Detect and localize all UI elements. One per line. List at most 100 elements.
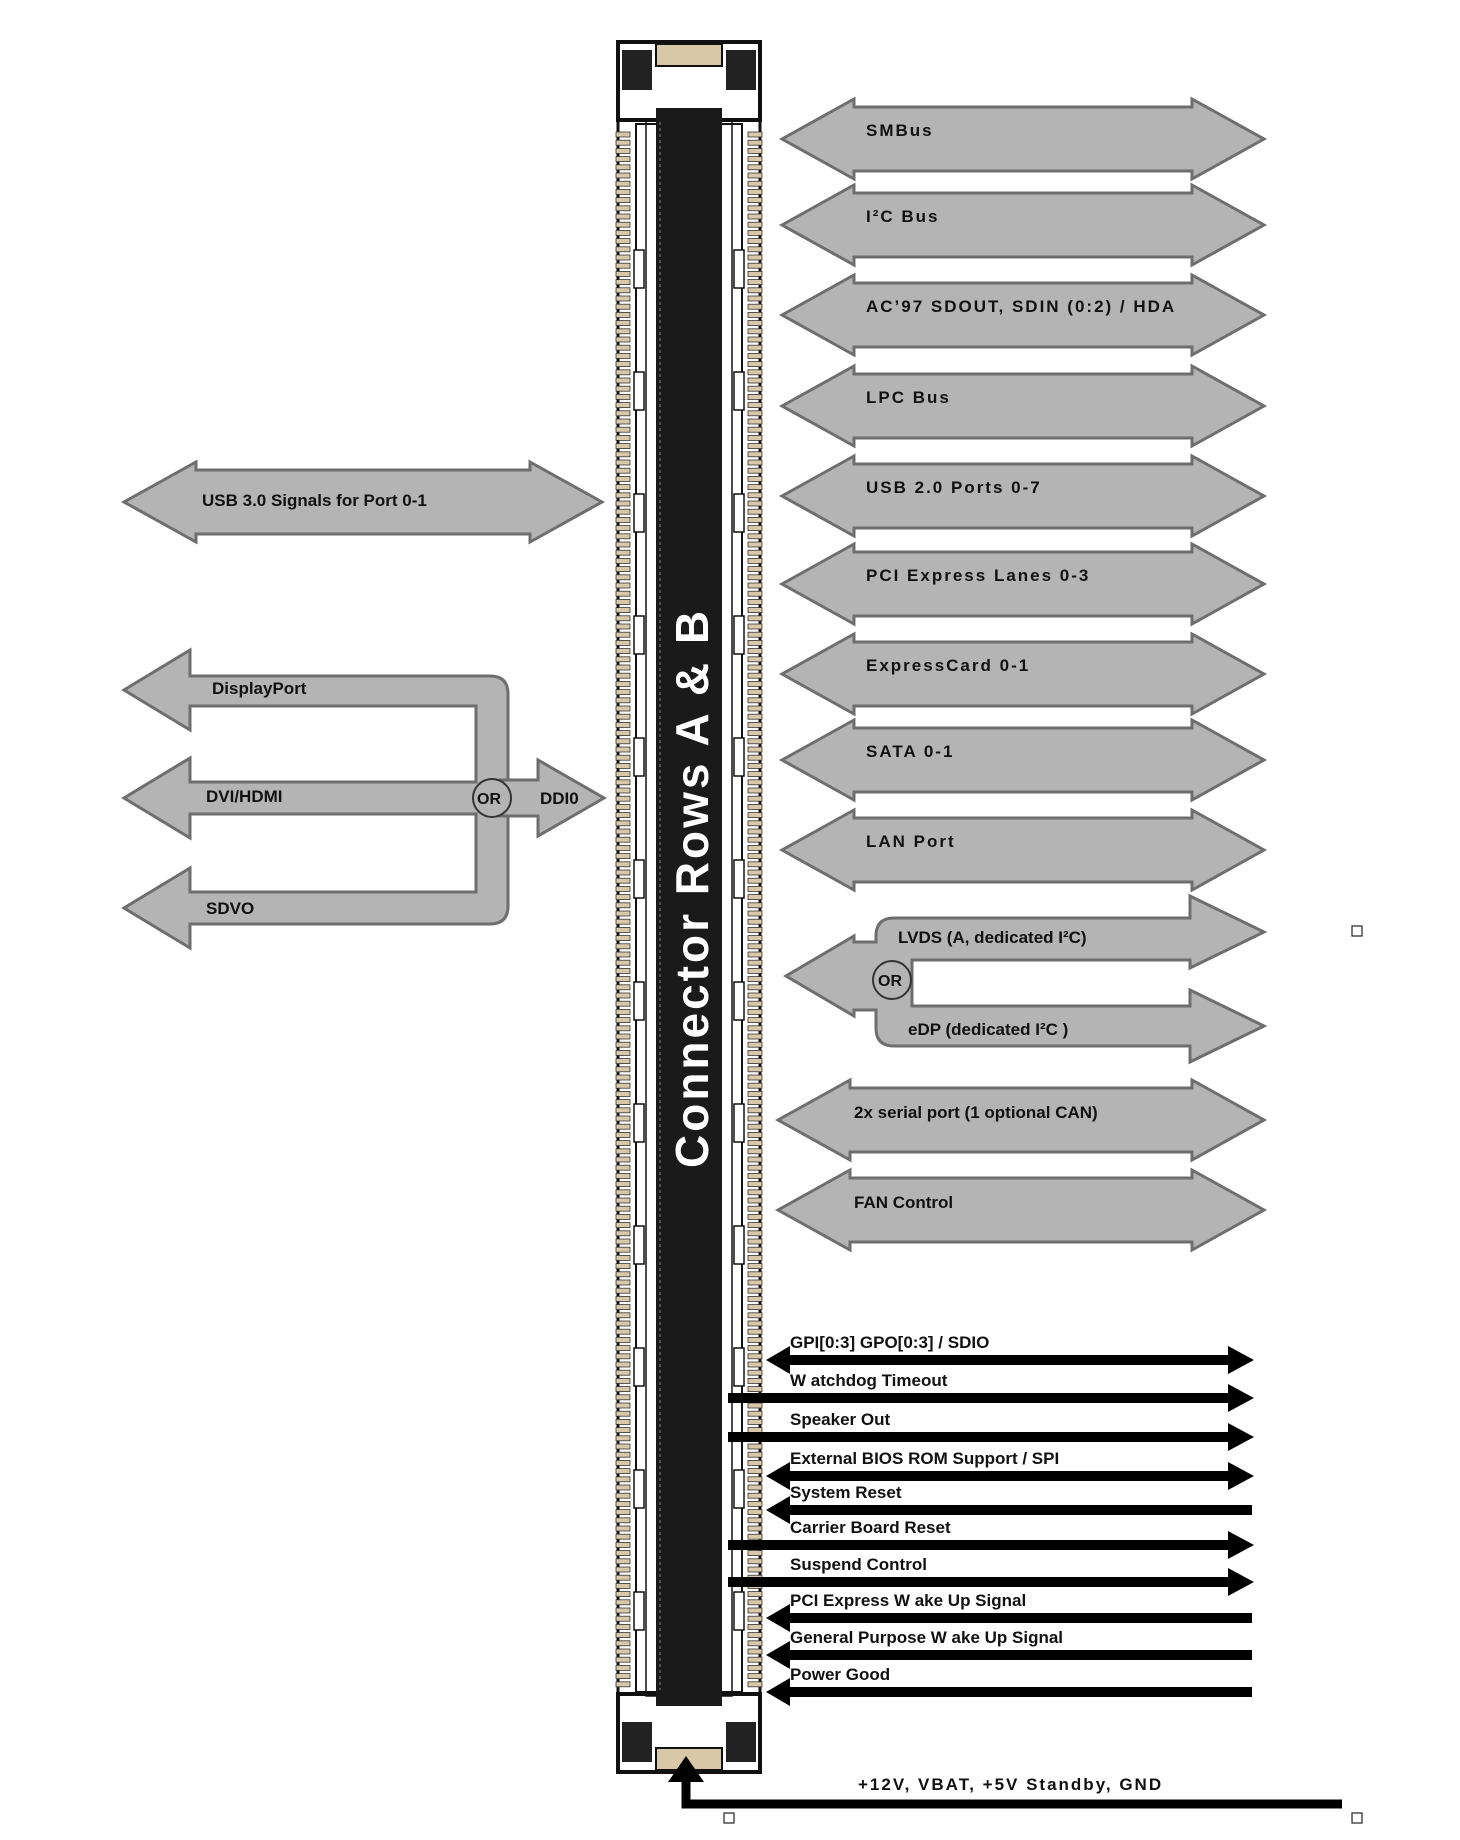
connector-pin bbox=[747, 1345, 763, 1351]
connector-pin bbox=[747, 1468, 763, 1474]
connector-pin bbox=[615, 1574, 631, 1581]
connector-pin bbox=[747, 615, 763, 622]
connector-pin bbox=[747, 533, 763, 540]
connector-pin bbox=[615, 1099, 631, 1105]
connector-top-latch-right bbox=[726, 50, 756, 90]
connector-body bbox=[656, 108, 722, 1706]
connector-pin bbox=[747, 426, 763, 433]
connector-pin bbox=[747, 558, 763, 564]
connector-pin bbox=[615, 1173, 631, 1179]
connector-pin bbox=[615, 664, 631, 671]
usb3-arrow bbox=[120, 459, 606, 545]
connector-pin bbox=[615, 517, 631, 523]
connector-pin bbox=[747, 918, 763, 925]
connector-pin bbox=[747, 221, 763, 228]
connector-pin bbox=[747, 1410, 763, 1417]
connector-pin bbox=[747, 812, 763, 818]
connector-pin bbox=[747, 1263, 763, 1269]
connector-pin bbox=[747, 1296, 763, 1302]
connector-pin bbox=[747, 205, 763, 212]
connector-pin bbox=[747, 1378, 763, 1384]
connector-pin bbox=[747, 754, 763, 761]
power-line: +12V, VBAT, +5V Standby, GND bbox=[668, 1756, 1342, 1809]
signal-label: PCI Express W ake Up Signal bbox=[790, 1591, 1026, 1610]
connector-pin bbox=[747, 525, 763, 531]
connector-pin bbox=[615, 1009, 631, 1015]
connector-pin bbox=[615, 1673, 631, 1679]
connector-pin bbox=[747, 1033, 763, 1040]
connector-pin bbox=[615, 1156, 631, 1163]
connector-pin bbox=[615, 369, 631, 376]
connector-pin bbox=[615, 1583, 631, 1589]
connector-pin bbox=[747, 402, 763, 409]
edp-label: eDP (dedicated I²C ) bbox=[908, 1020, 1068, 1039]
connector-pin bbox=[615, 968, 631, 974]
connector-pin bbox=[747, 623, 763, 630]
connector-pin bbox=[747, 1214, 763, 1220]
connector-pin bbox=[615, 279, 631, 286]
connector-pin bbox=[615, 1025, 631, 1032]
connector-divider bbox=[733, 1347, 745, 1387]
connector-pin bbox=[615, 976, 631, 982]
bus-arrow bbox=[778, 453, 1268, 539]
connector-pin bbox=[615, 1665, 631, 1671]
connector-pin bbox=[747, 1181, 763, 1187]
sdvo-label: SDVO bbox=[206, 899, 254, 918]
connector-pin bbox=[747, 631, 763, 638]
connector-pin bbox=[747, 229, 763, 236]
connector-pin bbox=[615, 344, 631, 351]
connector-pin bbox=[615, 238, 631, 245]
connector-pin bbox=[747, 1419, 763, 1425]
connector-pin bbox=[747, 1427, 763, 1433]
connector-pin bbox=[747, 1624, 763, 1630]
connector-top-key bbox=[655, 43, 723, 67]
connector-divider bbox=[633, 1347, 645, 1387]
connector-pin bbox=[747, 377, 763, 384]
connector-divider bbox=[733, 371, 745, 411]
lvds-or-label: OR bbox=[878, 973, 902, 990]
connector-pin bbox=[615, 1287, 631, 1294]
connector-pin bbox=[747, 254, 763, 261]
connector-pin bbox=[615, 689, 631, 695]
connector-pin bbox=[747, 1222, 763, 1228]
connector-pin bbox=[747, 1066, 763, 1073]
connector-pin bbox=[615, 1615, 631, 1622]
connector-pin bbox=[747, 303, 763, 310]
lvds-label: LVDS (A, dedicated I²C) bbox=[898, 928, 1087, 947]
connector-pin bbox=[747, 894, 763, 900]
connector-pin bbox=[615, 1214, 631, 1220]
signal-label: Carrier Board Reset bbox=[790, 1518, 951, 1537]
connector-pin bbox=[747, 1599, 763, 1606]
connector-pin bbox=[615, 640, 631, 646]
signal-line bbox=[782, 1613, 1252, 1623]
selection-handle bbox=[723, 1812, 735, 1824]
connector-pin bbox=[615, 1550, 631, 1556]
selection-handle bbox=[1351, 1812, 1363, 1824]
connector-pin bbox=[615, 541, 631, 548]
connector-pin bbox=[615, 754, 631, 761]
connector-pin bbox=[747, 1082, 763, 1089]
connector-pin bbox=[747, 1197, 763, 1204]
bus-arrow bbox=[778, 717, 1268, 803]
connector-pin bbox=[747, 1189, 763, 1196]
connector-pin bbox=[747, 582, 763, 589]
connector-pin bbox=[747, 910, 763, 917]
connector-pin bbox=[615, 869, 631, 876]
connector-bottom-latch-right bbox=[726, 1722, 756, 1762]
bus-arrow bbox=[774, 1167, 1268, 1253]
bus-label: SMBus bbox=[866, 121, 934, 140]
connector-divider bbox=[633, 371, 645, 411]
connector-pin bbox=[747, 188, 763, 195]
connector-pin bbox=[747, 697, 763, 704]
connector-pin bbox=[615, 877, 631, 884]
connector-pin bbox=[615, 1041, 631, 1048]
connector-pin bbox=[747, 574, 763, 581]
connector-pin bbox=[747, 968, 763, 974]
connector-pin bbox=[747, 484, 763, 491]
connector-pin bbox=[615, 1312, 631, 1319]
lvds-edp-group: OR LVDS (A, dedicated I²C) eDP (dedicated … bbox=[783, 893, 1268, 1065]
connector-pin bbox=[615, 320, 631, 327]
connector-pin bbox=[615, 845, 631, 851]
connector-pin bbox=[747, 213, 763, 220]
